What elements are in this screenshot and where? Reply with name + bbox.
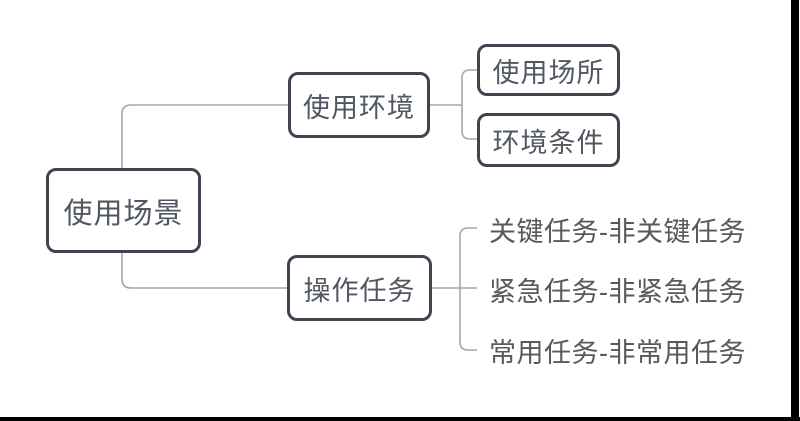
node-root-usage-scenario: 使用场景	[46, 168, 201, 253]
screenshot-bottom-border	[0, 417, 800, 421]
leaf-critical-tasks: 关键任务-非关键任务	[489, 216, 746, 247]
node-branch-usage-environment: 使用环境	[288, 72, 430, 138]
node-branch-operation-tasks: 操作任务	[287, 255, 432, 321]
leaf-urgent-tasks: 紧急任务-非紧急任务	[489, 276, 746, 307]
screenshot-right-border	[791, 0, 799, 421]
node-child-usage-place: 使用场所	[477, 44, 620, 96]
connector-environment-children-bracket	[461, 69, 477, 140]
node-child-environment-conditions: 环境条件	[477, 113, 620, 167]
connector-tasks-children-bracket	[459, 227, 477, 351]
leaf-frequent-tasks: 常用任务-非常用任务	[489, 337, 746, 368]
